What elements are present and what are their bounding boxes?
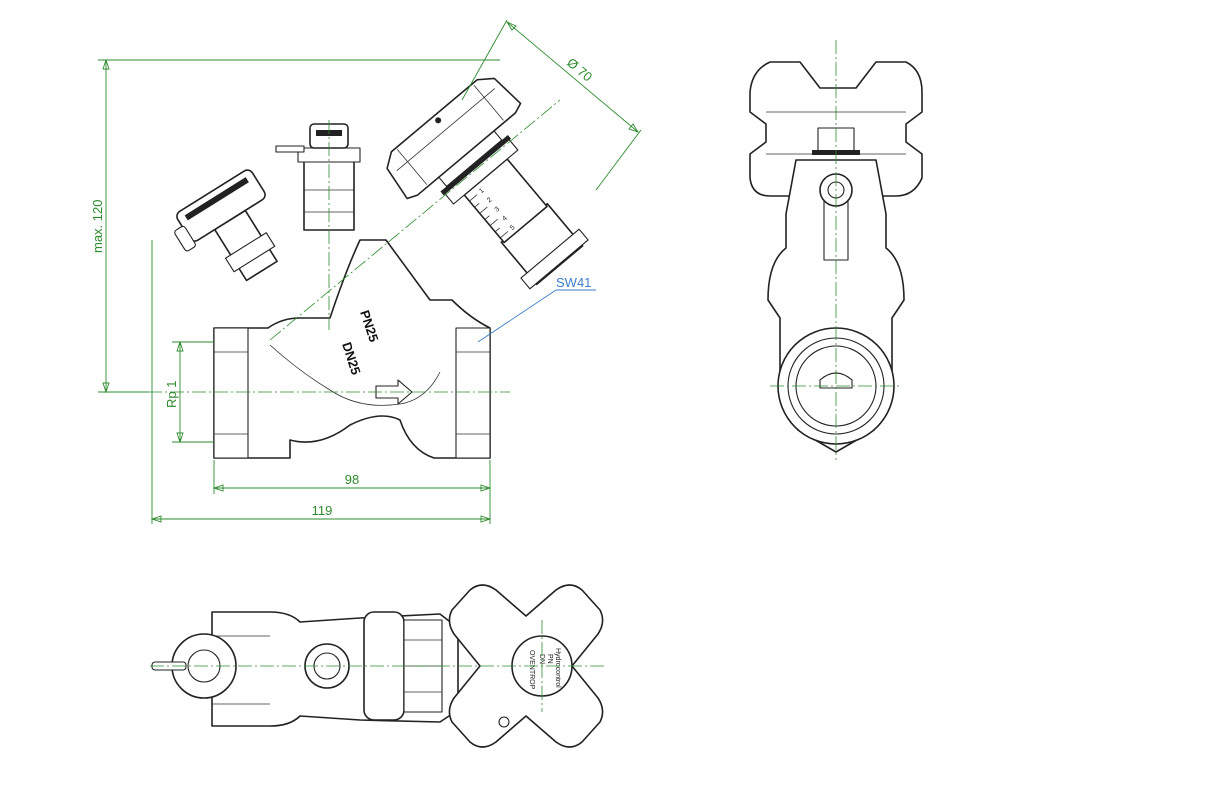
diameter-arrows	[505, 20, 640, 133]
cap-text-product: Hydrocontrol	[554, 648, 561, 688]
spindle-centerline	[269, 99, 561, 341]
scale-ticks	[469, 194, 509, 239]
scale-number-2: 2	[486, 196, 494, 204]
wrench-size-leader	[477, 289, 557, 343]
diameter-ext-left	[461, 19, 508, 101]
outlet-end	[455, 327, 491, 459]
handwheel	[386, 77, 522, 200]
collar-band	[440, 134, 512, 196]
body-contour	[269, 344, 441, 406]
drain-valve-cap-band	[184, 177, 249, 221]
side-view	[749, 40, 923, 460]
scale-number-5: 5	[509, 224, 517, 232]
diameter-dimension-line	[506, 21, 639, 133]
scale-number-4: 4	[501, 215, 509, 223]
top-handwheel-screw	[498, 716, 510, 728]
cap-text-pn: PN	[546, 654, 553, 664]
total-length-arrows	[150, 515, 492, 523]
drain-valve-nut	[224, 232, 276, 273]
top-view: OVENTROP DN PN Hydrocontrol	[150, 584, 604, 748]
test-point-strap	[275, 145, 305, 153]
drain-valve-strap	[174, 225, 196, 252]
drain-valve-assembly	[174, 169, 278, 282]
body-length-label: 98	[345, 472, 359, 487]
handwheel-screw	[435, 117, 442, 124]
height-label: max. 120	[90, 200, 105, 253]
thread-arrows	[176, 340, 184, 444]
scale-number-3: 3	[494, 206, 502, 214]
height-arrows	[102, 58, 110, 394]
diameter-ext-right	[595, 129, 642, 191]
front-view: 1 2 3 4 5	[148, 77, 589, 459]
test-point-vertical	[275, 123, 361, 231]
scale-number-1: 1	[478, 187, 486, 195]
diameter-label: Ø 70	[564, 55, 595, 85]
thread-label: Rp 1	[164, 381, 179, 408]
body-length-arrows	[212, 484, 492, 492]
bonnet-nut	[520, 228, 589, 290]
handwheel-assembly: 1 2 3 4 5	[386, 77, 589, 290]
total-length-label: 119	[312, 503, 333, 518]
cap-text-dn: DN	[538, 654, 545, 664]
inlet-end	[213, 327, 249, 459]
wrench-size-label: SW41	[556, 275, 591, 290]
cap-text-brand: OVENTROP	[528, 650, 535, 690]
